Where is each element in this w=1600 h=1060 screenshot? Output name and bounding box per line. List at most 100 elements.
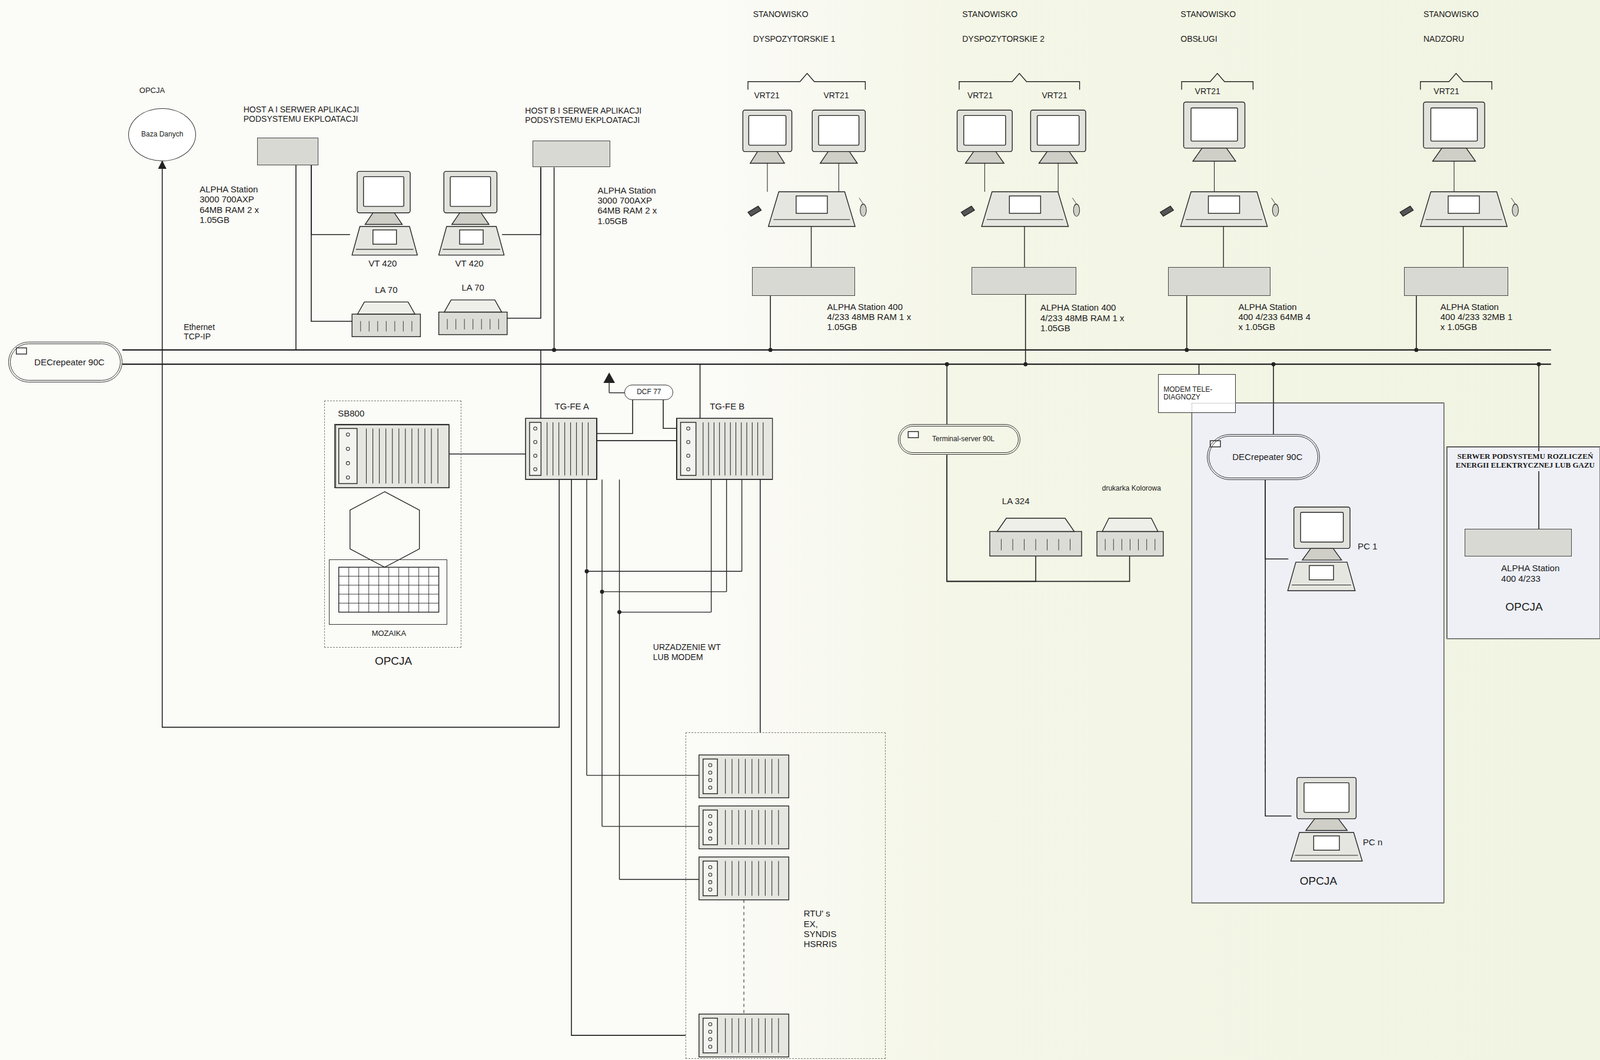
network-link xyxy=(122,364,1274,435)
wire xyxy=(338,576,439,577)
node-caption: ALPHA Station 400 4/233 xyxy=(1501,563,1573,584)
clock-receiver: DCF 77 xyxy=(624,384,674,401)
wire xyxy=(586,774,700,776)
wire xyxy=(771,861,773,897)
wire xyxy=(366,428,367,484)
wire xyxy=(810,226,812,268)
monitor-stand xyxy=(1302,548,1342,561)
wire xyxy=(778,1018,780,1054)
node-text: DECrepeater 90C xyxy=(1232,451,1303,462)
bracket xyxy=(959,73,1080,91)
hexagon-symbol xyxy=(350,491,420,568)
node-caption: TG-FE B xyxy=(709,401,771,412)
wire xyxy=(619,879,700,880)
keyboard-display xyxy=(1208,195,1240,214)
rack-panel xyxy=(703,810,718,846)
rack-panel xyxy=(338,428,358,484)
wire xyxy=(724,861,726,897)
wire xyxy=(338,603,439,604)
wire xyxy=(719,422,720,476)
printer: LA 324 xyxy=(989,518,1082,557)
wire xyxy=(735,422,737,476)
wire xyxy=(424,428,426,484)
wire xyxy=(408,567,409,612)
rack-led xyxy=(708,822,713,826)
rack-led xyxy=(708,1038,713,1042)
wire xyxy=(724,810,726,846)
node-caption: LA 324 xyxy=(1002,496,1064,507)
bracket xyxy=(747,73,866,91)
network-link xyxy=(122,295,1187,351)
monitor-symbol xyxy=(357,171,411,213)
network-link xyxy=(122,294,1026,365)
node-caption: ALPHA Station 3000 700AXP 64MB RAM 2 x 1… xyxy=(199,184,274,225)
network-link xyxy=(571,479,686,1036)
wire xyxy=(751,759,753,794)
monitor-stand xyxy=(820,151,858,164)
wire xyxy=(1185,219,1263,221)
network-link xyxy=(946,454,1130,582)
wire xyxy=(778,759,780,794)
repeater: DECrepeater 90C xyxy=(8,341,123,383)
wire xyxy=(391,428,393,484)
workstation: ALPHA Station 400 4/233 64MB 4 x 1.05GB xyxy=(1168,267,1270,296)
printer: drukarka Kolorowa xyxy=(1096,518,1164,557)
network-link xyxy=(122,364,1199,375)
rack-symbol xyxy=(525,418,597,480)
wire xyxy=(586,571,743,572)
monitor-symbol xyxy=(1423,101,1485,148)
network-link xyxy=(596,440,677,442)
wire xyxy=(601,479,602,827)
wire xyxy=(378,428,380,484)
node-caption: ALPHA Station 400 4/233 48MB RAM 1 x 1.0… xyxy=(827,301,922,333)
wire xyxy=(738,1018,740,1054)
printer-top xyxy=(997,518,1075,532)
node-caption: PC 1 xyxy=(1357,541,1399,552)
printer-top xyxy=(1102,518,1159,532)
rack-panel xyxy=(703,1018,718,1054)
rack-led xyxy=(686,467,691,472)
wire xyxy=(773,219,851,221)
keyboard-symbol xyxy=(768,191,856,227)
node-caption: ALPHA Station 400 4/233 32MB 1 x 1.05GB xyxy=(1440,301,1515,333)
wire xyxy=(731,759,733,794)
monitor-stand xyxy=(750,151,785,164)
network-link xyxy=(759,479,761,733)
monitor-stand xyxy=(1432,148,1476,162)
rack-led xyxy=(708,786,713,790)
wire xyxy=(442,248,501,250)
keyboard-symbol xyxy=(981,191,1069,227)
wire xyxy=(481,318,482,330)
network-link xyxy=(507,167,541,319)
front-end-rack: TG-FE B xyxy=(676,418,773,480)
wire xyxy=(581,422,583,476)
host-server: HOST B I SERWER APLIKACJI PODSYSTEMU EKP… xyxy=(532,140,611,168)
wire xyxy=(398,567,399,612)
wire xyxy=(726,479,727,592)
terminal: VT 420 xyxy=(436,171,502,255)
wire xyxy=(570,422,571,476)
wire xyxy=(609,392,625,394)
region-ground xyxy=(1191,403,1444,904)
monitor-screen xyxy=(748,115,786,146)
node-caption: ALPHA Station 400 4/233 48MB RAM 1 x 1.0… xyxy=(1040,302,1135,334)
station-heading: STANOWISKO OBSŁUGI xyxy=(1180,1,1263,52)
keyboard-symbol xyxy=(1180,191,1267,227)
wire xyxy=(394,321,395,332)
rack-led xyxy=(346,433,350,437)
wire xyxy=(764,810,766,846)
wire xyxy=(338,594,439,595)
printer-top xyxy=(357,301,416,315)
node-caption: LA 70 xyxy=(351,284,421,295)
keyboard-display xyxy=(1448,195,1480,214)
wire xyxy=(724,759,726,794)
network-link xyxy=(122,364,1539,530)
monitor-screen xyxy=(1304,783,1349,814)
monitor-symbol xyxy=(742,110,792,152)
monitor-symbol xyxy=(1294,507,1350,549)
rack-led xyxy=(708,1023,713,1027)
rack-led xyxy=(686,440,691,445)
rack-panel xyxy=(680,422,697,476)
